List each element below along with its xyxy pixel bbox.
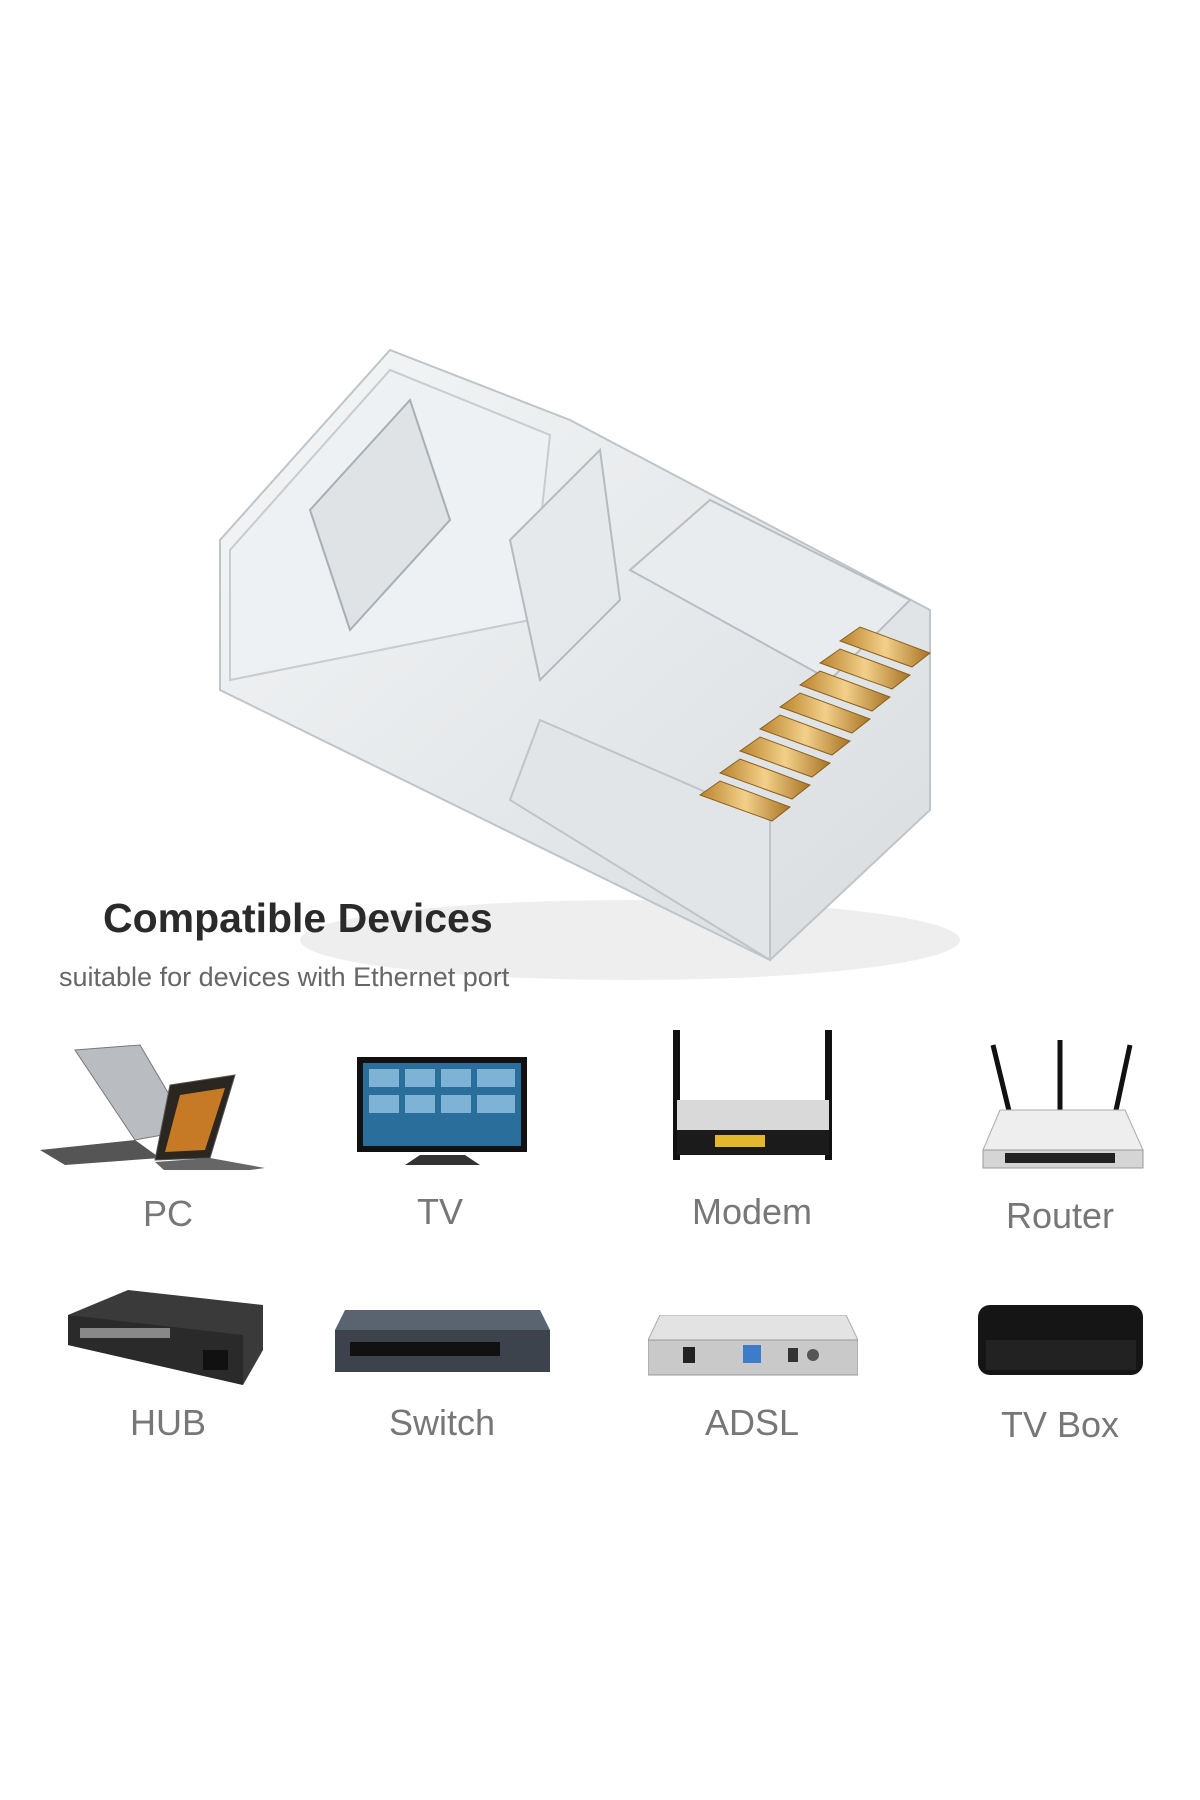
page-subtitle: suitable for devices with Ethernet port xyxy=(59,962,510,992)
gold-pin xyxy=(818,648,912,690)
device-label-tv-box: TV Box xyxy=(1000,1404,1120,1445)
hub-icon xyxy=(68,1290,263,1385)
device-label-router: Router xyxy=(1005,1195,1115,1236)
gold-pin xyxy=(838,626,932,668)
page-title: Compatible Devices xyxy=(103,895,493,941)
device-label-pc: PC xyxy=(142,1193,193,1234)
gold-pin xyxy=(758,714,852,756)
device-label-hub: HUB xyxy=(129,1402,206,1443)
laptop-icon xyxy=(40,1044,265,1170)
tv-icon xyxy=(357,1057,527,1165)
gold-pin xyxy=(738,736,832,778)
device-label-modem: Modem xyxy=(691,1191,813,1232)
gold-pin xyxy=(698,780,792,822)
tv-box-icon xyxy=(978,1305,1143,1375)
adsl-icon xyxy=(648,1315,858,1376)
switch-icon xyxy=(335,1310,550,1372)
device-label-adsl: ADSL xyxy=(704,1402,800,1443)
router-icon xyxy=(982,1040,1144,1169)
modem-icon xyxy=(673,1030,832,1160)
gold-pins xyxy=(698,626,932,822)
rj45-connector-icon xyxy=(219,348,960,980)
gold-pin xyxy=(778,692,872,734)
gold-pin xyxy=(718,758,812,800)
gold-pin xyxy=(798,670,892,712)
device-label-switch: Switch xyxy=(388,1402,496,1443)
device-label-tv: TV xyxy=(416,1191,463,1232)
